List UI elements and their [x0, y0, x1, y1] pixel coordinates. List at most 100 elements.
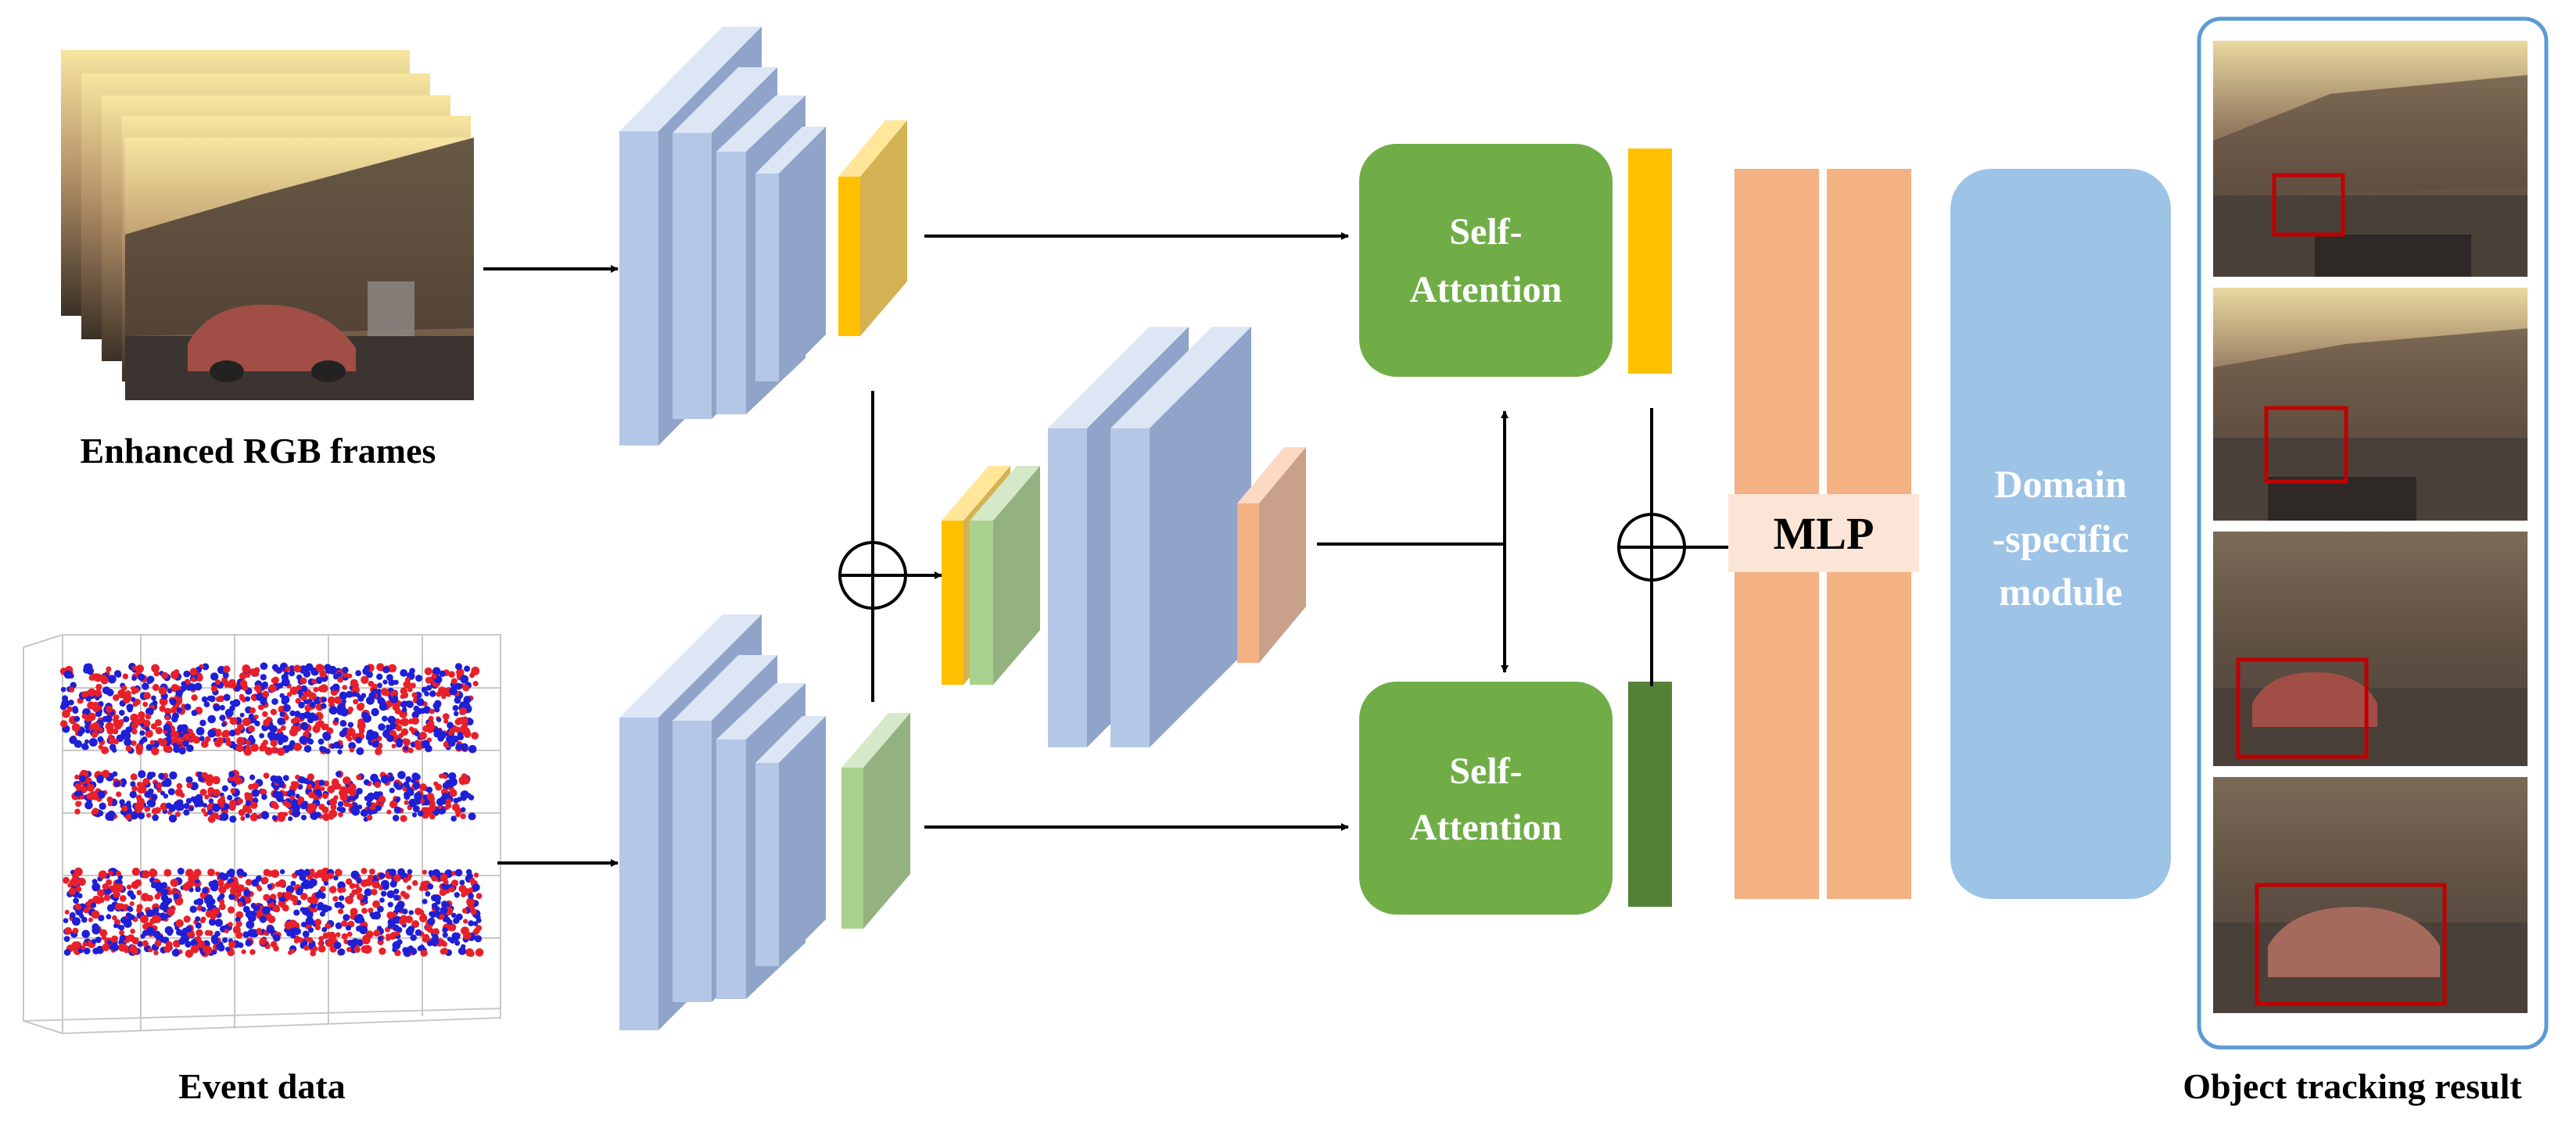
event-point	[298, 776, 306, 784]
event-point	[418, 909, 425, 915]
svg-text:Domain: Domain	[1994, 462, 2127, 506]
event-point	[254, 686, 260, 692]
event-point	[372, 900, 381, 908]
event-point	[341, 699, 346, 704]
tracking-result-label: Object tracking result	[2183, 1066, 2522, 1106]
event-point	[269, 725, 278, 733]
event-point	[321, 907, 328, 913]
event-point	[402, 738, 408, 744]
event-point	[131, 729, 138, 735]
event-point	[297, 868, 306, 877]
event-point	[452, 704, 459, 711]
event-point	[225, 947, 231, 951]
event-point	[404, 800, 409, 805]
event-point	[450, 815, 457, 822]
event-point	[248, 725, 256, 732]
event-point	[151, 695, 156, 701]
event-point	[235, 744, 244, 753]
event-point	[457, 947, 467, 955]
event-point	[431, 673, 437, 679]
event-point	[242, 664, 251, 673]
event-point	[439, 948, 447, 955]
event-point	[145, 726, 150, 732]
event-point	[234, 686, 240, 692]
event-point	[378, 795, 386, 804]
event-point	[345, 925, 352, 931]
event-point	[122, 673, 129, 679]
event-point	[463, 696, 472, 704]
event-point	[371, 889, 378, 896]
event-point	[350, 806, 357, 813]
event-point	[414, 792, 422, 800]
event-point	[459, 879, 465, 886]
event-point	[170, 671, 179, 679]
event-point	[149, 871, 156, 878]
event-point	[69, 911, 76, 919]
event-point	[169, 771, 178, 780]
event-point	[113, 891, 120, 898]
event-point	[317, 904, 323, 911]
event-point	[130, 811, 138, 820]
event-point	[466, 897, 475, 907]
event-point	[444, 916, 450, 923]
event-point	[74, 941, 81, 949]
event-point	[228, 729, 236, 737]
event-point	[382, 679, 388, 685]
event-point	[210, 672, 219, 681]
event-point	[76, 904, 82, 911]
event-point	[84, 800, 93, 810]
event-point	[200, 739, 209, 748]
event-point	[410, 934, 417, 941]
event-point	[259, 745, 266, 752]
event-point	[320, 684, 328, 693]
event-point	[106, 666, 112, 672]
event-point	[113, 670, 122, 678]
event-point	[462, 727, 471, 736]
event-point	[337, 883, 343, 889]
event-point	[126, 884, 132, 890]
event-point	[152, 814, 159, 822]
event-point	[259, 937, 267, 946]
event-point	[306, 911, 314, 919]
event-point	[97, 736, 104, 743]
event-point	[466, 868, 472, 876]
event-point	[282, 904, 289, 912]
event-point	[207, 815, 216, 823]
event-point	[155, 727, 163, 735]
event-point	[61, 699, 70, 708]
mlp-label: MLP	[1774, 508, 1875, 559]
event-point	[113, 739, 119, 745]
event-point	[252, 782, 260, 790]
event-point	[325, 940, 333, 947]
event-point	[177, 724, 185, 732]
event-point	[395, 796, 401, 802]
event-point	[393, 888, 400, 894]
event-point	[74, 774, 80, 780]
event-point	[63, 670, 73, 679]
event-point	[330, 743, 336, 749]
event-point	[195, 916, 201, 922]
event-point	[84, 739, 89, 744]
event-point	[302, 879, 310, 887]
event-point	[424, 800, 430, 806]
event-point	[208, 897, 213, 904]
event-point	[290, 725, 297, 732]
svg-text:module: module	[1999, 570, 2122, 614]
plus-circle-icon	[838, 541, 907, 610]
event-point	[63, 948, 71, 956]
event-point	[228, 771, 235, 778]
event-point	[242, 931, 250, 938]
event-point	[170, 707, 178, 714]
event-point	[345, 878, 353, 886]
event-point	[260, 674, 267, 681]
event-point	[138, 711, 145, 719]
event-point	[334, 717, 339, 722]
event-point	[271, 869, 280, 878]
event-point	[300, 694, 307, 701]
event-point	[247, 929, 257, 937]
event-point	[224, 681, 231, 688]
event-point	[207, 714, 217, 724]
event-point	[150, 793, 158, 800]
event-point	[74, 790, 81, 797]
event-point	[336, 806, 342, 812]
